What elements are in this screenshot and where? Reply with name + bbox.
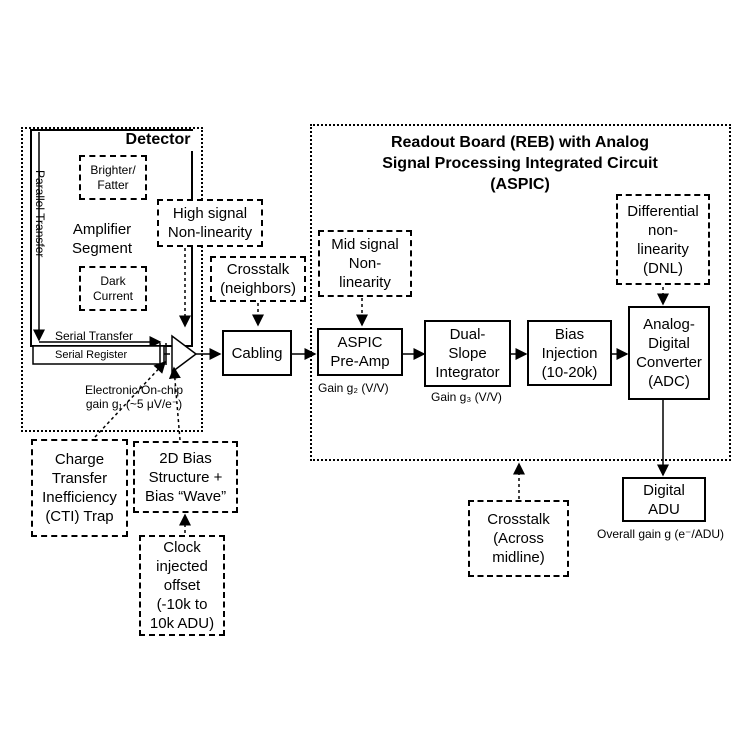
arrow-cti [94, 360, 167, 438]
gain-g2-label: Gain g₂ (V/V) [318, 381, 389, 395]
dark-current-box: Dark Current [79, 266, 147, 311]
arrow-bias-2d [168, 366, 181, 441]
digital-adu-box: Digital ADU [622, 477, 706, 522]
serial-transfer-label: Serial Transfer [55, 329, 134, 343]
bias-injection-box: Bias Injection (10-20k) [527, 320, 612, 386]
reb-region [310, 124, 731, 461]
cabling-box: Cabling [222, 330, 292, 376]
bias-2d-structure-box: 2D Bias Structure + Bias “Wave” [133, 441, 238, 513]
dnl-box: Differential non- linearity (DNL) [616, 194, 710, 285]
crosstalk-neighbors-box: Crosstalk (neighbors) [210, 256, 306, 302]
clock-injected-offset-box: Clock injected offset (-10k to 10k ADU) [139, 535, 225, 636]
amplifier-segment-label: Amplifier Segment [71, 221, 133, 257]
brighter-fatter-box: Brighter/ Fatter [79, 155, 147, 200]
aspic-preamp-box: ASPIC Pre-Amp [317, 328, 403, 376]
mid-signal-nonlinearity-box: Mid signal Non- linearity [318, 230, 412, 297]
serial-register-label: Serial Register [55, 349, 128, 361]
dual-slope-integrator-box: Dual- Slope Integrator [424, 320, 511, 387]
reb-title: Readout Board (REB) with Analog Signal P… [382, 134, 658, 193]
adc-box: Analog- Digital Converter (ADC) [628, 306, 710, 400]
crosstalk-midline-box: Crosstalk (Across midline) [468, 500, 569, 577]
serial-register-box [32, 345, 165, 365]
amplifier-triangle [171, 334, 198, 374]
parallel-transfer-label: Parallel Transfer [33, 170, 47, 258]
detector-title: Detector [118, 131, 198, 151]
overall-gain-label: Overall gain g (e⁻/ADU) [597, 527, 725, 541]
gain-g3-label: Gain g₃ (V/V) [431, 390, 502, 404]
detector-region [21, 127, 203, 432]
cti-trap-box: Charge Transfer Inefficiency (CTI) Trap [31, 439, 128, 537]
electronic-gain-label: Electronic/On-chip gain g₁ (~5 μV/e⁻) [84, 383, 184, 411]
high-signal-nonlinearity-box: High signal Non-linearity [157, 199, 263, 247]
